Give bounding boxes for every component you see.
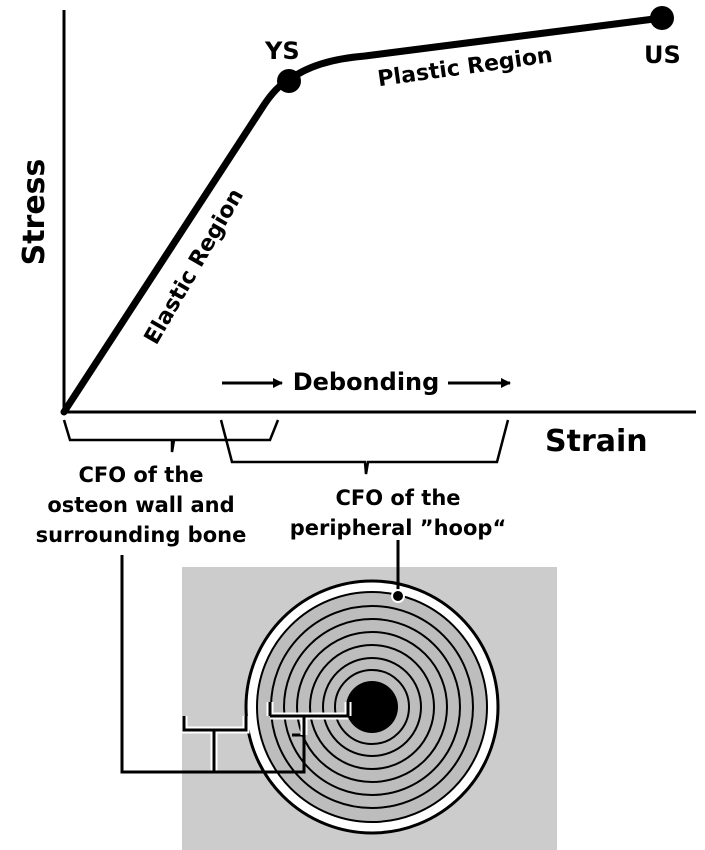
ultimate-strength-point — [650, 6, 674, 30]
axes — [62, 10, 696, 414]
cfo-right-line2: peripheral ”hoop“ — [290, 516, 507, 540]
lamella-ring — [283, 618, 461, 796]
debonding-label: Debonding — [293, 368, 440, 396]
lamella-ring — [334, 669, 410, 745]
cfo-left-line1: CFO of the — [78, 463, 203, 487]
ultimate-strength-label: US — [644, 41, 681, 69]
osteon-wall-bracket-ink — [268, 702, 350, 735]
lamella-ring — [322, 657, 422, 757]
yield-strength-label: YS — [264, 37, 300, 65]
left-brace — [62, 419, 280, 453]
x-axis-label: Strain — [545, 424, 648, 459]
cfo-right-label: CFO of the peripheral ”hoop“ — [290, 486, 507, 540]
right-brace — [219, 419, 510, 475]
osteon-wall-connector-ink — [120, 555, 306, 774]
cfo-left-line3: surrounding bone — [36, 523, 247, 547]
cfo-left-line2: osteon wall and — [47, 493, 234, 517]
hoop-connector-dot — [391, 589, 405, 603]
yield-strength-point — [277, 69, 301, 93]
cfo-right-line1: CFO of the — [335, 486, 460, 510]
stress-strain-curve — [60, 14, 666, 416]
surrounding-bone-bracket-ink — [182, 716, 248, 772]
cfo-left-label: CFO of the osteon wall and surrounding b… — [36, 463, 247, 547]
haversian-canal — [346, 681, 398, 733]
osteon — [244, 579, 500, 835]
y-axis-label: Stress — [17, 159, 52, 266]
lamella-ring — [296, 631, 448, 783]
lamella-ring — [309, 644, 435, 770]
